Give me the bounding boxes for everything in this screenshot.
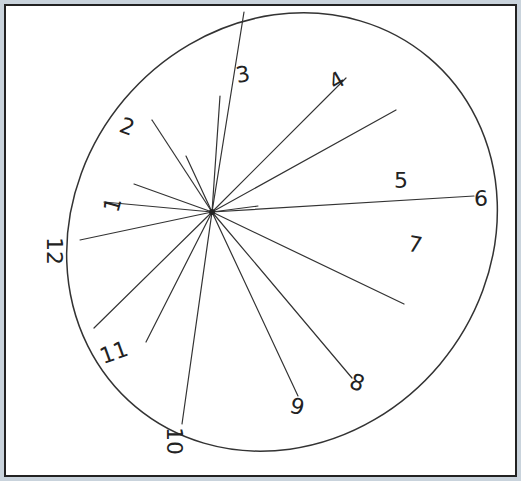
- clock-number: 1: [101, 195, 126, 214]
- drawing-panel: 3 4 2 1 12 5 6 7 8 9 10 11: [4, 4, 517, 477]
- clock-drawing: [6, 6, 515, 475]
- clock-number: 3: [234, 63, 252, 87]
- clock-number: 10: [163, 427, 185, 455]
- clock-number: 2: [117, 114, 138, 139]
- clock-number: 11: [97, 338, 131, 368]
- clock-number: 6: [474, 188, 488, 210]
- clock-number: 8: [347, 370, 368, 395]
- clock-number: 7: [406, 233, 424, 257]
- clock-number: 5: [394, 170, 408, 192]
- clock-number: 12: [43, 237, 65, 265]
- clock-number: 4: [325, 68, 348, 94]
- clock-number: 9: [287, 395, 306, 420]
